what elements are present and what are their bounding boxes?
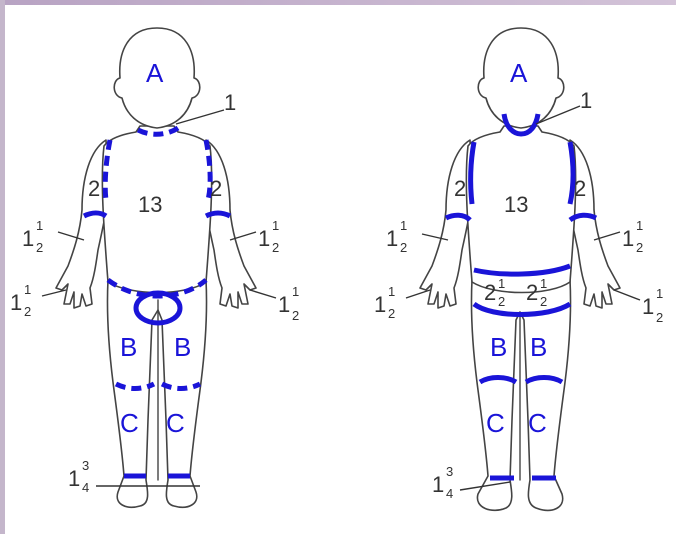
back-right-hand-leader: [614, 290, 640, 300]
svg-text:4: 4: [82, 480, 89, 495]
back-right-upper-arm-label: 2: [574, 176, 586, 201]
back-left-hand-label: 1 1 2: [374, 284, 395, 321]
back-foot-label: 1 3 4: [432, 464, 453, 501]
svg-text:4: 4: [446, 486, 453, 501]
front-right-upper-arm-label: 2: [210, 176, 222, 201]
svg-text:1: 1: [22, 226, 34, 251]
front-left-leg-label: C: [120, 408, 139, 438]
front-foot-label: 1 3 4: [68, 458, 89, 495]
svg-text:2: 2: [526, 280, 538, 305]
svg-text:1: 1: [622, 226, 634, 251]
svg-text:1: 1: [386, 226, 398, 251]
back-figure: A 1 13 2 2 1 1 2 1 1 2 1 1 2 1 1: [374, 28, 663, 510]
svg-text:3: 3: [82, 458, 89, 473]
svg-text:2: 2: [656, 310, 663, 325]
svg-text:1: 1: [400, 218, 407, 233]
svg-text:2: 2: [388, 306, 395, 321]
front-right-hand-label: 1 1 2: [278, 284, 299, 323]
back-left-arm: [420, 140, 472, 308]
svg-text:1: 1: [258, 226, 270, 251]
svg-text:2: 2: [400, 240, 407, 255]
svg-text:2: 2: [292, 308, 299, 323]
svg-text:1: 1: [68, 466, 80, 491]
front-legs: [107, 280, 206, 507]
svg-text:1: 1: [656, 286, 663, 301]
front-trunk-label: 13: [138, 192, 162, 217]
svg-text:1: 1: [272, 218, 279, 233]
svg-text:1: 1: [432, 472, 444, 497]
back-neck-label: 1: [580, 88, 592, 113]
svg-text:2: 2: [498, 294, 505, 309]
back-right-forearm-label: 1 1 2: [622, 218, 643, 255]
front-left-thigh-label: B: [120, 332, 137, 362]
svg-text:1: 1: [292, 284, 299, 299]
svg-text:1: 1: [10, 290, 22, 315]
svg-text:2: 2: [540, 294, 547, 309]
svg-text:2: 2: [24, 304, 31, 319]
front-right-thigh-label: B: [174, 332, 191, 362]
back-right-hand-label: 1 1 2: [642, 286, 663, 325]
svg-text:1: 1: [24, 282, 31, 297]
svg-text:1: 1: [278, 292, 290, 317]
svg-text:1: 1: [498, 276, 505, 291]
svg-text:2: 2: [36, 240, 43, 255]
front-right-forearm-label: 1 1 2: [258, 218, 279, 255]
back-trunk-label: 13: [504, 192, 528, 217]
back-right-leg-label: C: [528, 408, 547, 438]
front-figure: A 1 13 2 2 1 1 2 1 1 2 1 1 2 1 1: [10, 28, 299, 507]
back-right-thigh-label: B: [530, 332, 547, 362]
svg-text:1: 1: [642, 294, 654, 319]
front-left-hand-label: 1 1 2: [10, 282, 31, 319]
svg-text:2: 2: [484, 280, 496, 305]
back-left-forearm-label: 1 1 2: [386, 218, 407, 255]
front-left-arm: [56, 140, 108, 308]
back-left-thigh-label: B: [490, 332, 507, 362]
back-left-leg-label: C: [486, 408, 505, 438]
svg-text:1: 1: [540, 276, 547, 291]
front-right-leg-label: C: [166, 408, 185, 438]
svg-text:1: 1: [374, 292, 386, 317]
front-right-hand-leader: [250, 290, 276, 298]
svg-text:2: 2: [636, 240, 643, 255]
svg-text:1: 1: [388, 284, 395, 299]
back-left-upper-arm-label: 2: [454, 176, 466, 201]
svg-text:1: 1: [636, 218, 643, 233]
front-head-label: A: [146, 58, 164, 88]
front-left-upper-arm-label: 2: [88, 176, 100, 201]
front-left-hand-leader: [42, 290, 66, 296]
svg-text:3: 3: [446, 464, 453, 479]
back-head-label: A: [510, 58, 528, 88]
svg-text:1: 1: [36, 218, 43, 233]
front-left-forearm-label: 1 1 2: [22, 218, 43, 255]
front-neck-label: 1: [224, 90, 236, 115]
back-left-hand-leader: [406, 290, 430, 298]
svg-text:2: 2: [272, 240, 279, 255]
